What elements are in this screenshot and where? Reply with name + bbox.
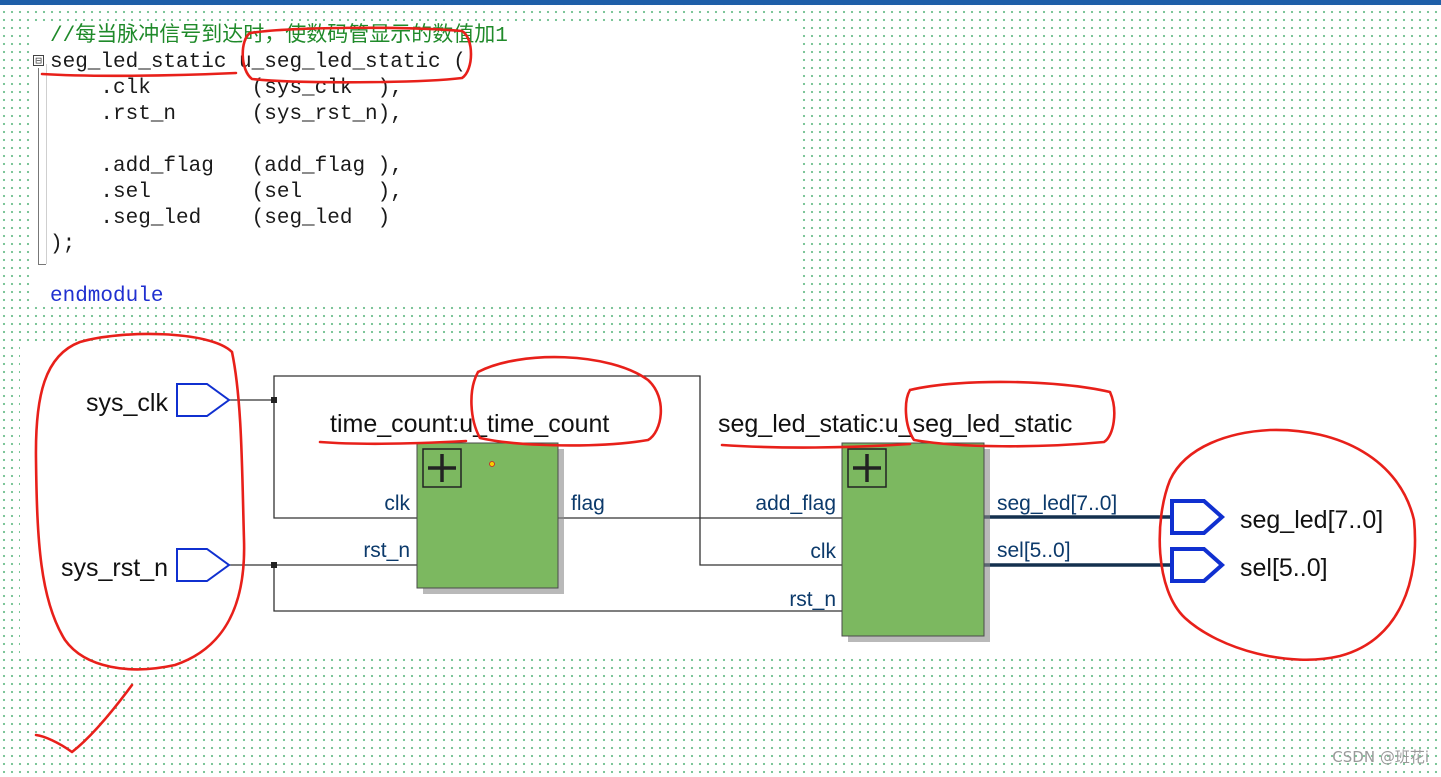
- junction-dot-rst: [271, 562, 277, 568]
- code-gutter: [46, 64, 47, 264]
- watermark: CSDN @班花i: [1332, 748, 1429, 766]
- underline-module-name: [40, 71, 238, 78]
- cursor-dot: [489, 461, 495, 467]
- circle-u-time-count: [470, 355, 663, 447]
- underline-seg-led-static: [720, 442, 912, 449]
- pin-clk-time-count: clk: [384, 492, 410, 515]
- block-body[interactable]: [416, 442, 559, 589]
- input-port-sys-clk-icon[interactable]: [176, 383, 231, 417]
- fold-guide-end: [38, 264, 46, 265]
- code-line-port-add-flag: .add_flag (add_flag ),: [50, 155, 403, 178]
- pin-add-flag-seg-led-static: add_flag: [755, 492, 836, 515]
- circle-input-ports: [34, 332, 246, 671]
- pin-sel-seg-led-static: sel[5..0]: [997, 539, 1071, 562]
- code-line-endmodule: endmodule: [50, 285, 164, 308]
- pin-seg-led-seg-led-static: seg_led[7..0]: [997, 492, 1117, 515]
- input-port-sys-clk-label: sys_clk: [86, 389, 168, 417]
- code-line-port-sel: .sel (sel ),: [50, 181, 403, 204]
- block-time-count-title: time_count:u_time_count: [330, 410, 609, 438]
- fold-guide: [38, 68, 39, 264]
- code-line-instantiation: seg_led_static u_seg_led_static (: [50, 51, 466, 74]
- wire-rst-n-to-seg-led-static: [273, 565, 866, 612]
- block-seg-led-static[interactable]: [841, 442, 990, 642]
- expand-plus-icon[interactable]: [847, 448, 887, 488]
- plus-glyph: [428, 454, 456, 482]
- code-line-port-seg-led: .seg_led (seg_led ): [50, 207, 391, 230]
- junction-dot-clk: [271, 397, 277, 403]
- output-port-seg-led-icon[interactable]: [1170, 499, 1226, 535]
- output-port-sel-label: sel[5..0]: [1240, 554, 1328, 582]
- underline-time-count: [318, 439, 468, 446]
- input-port-sys-rst-n-label: sys_rst_n: [61, 554, 168, 582]
- fold-toggle-icon[interactable]: ⊟: [33, 55, 44, 66]
- code-editor[interactable]: ⊟ //每当脉冲信号到达时，使数码管显示的数值加1 seg_led_static…: [32, 22, 800, 308]
- circle-output-ports: [1158, 428, 1417, 662]
- pin-rst-n-seg-led-static: rst_n: [789, 588, 836, 611]
- window-top-bar: [0, 0, 1441, 5]
- wire-clk-to-time-count: [273, 400, 441, 519]
- pin-rst-n-time-count: rst_n: [363, 539, 410, 562]
- output-port-sel-icon[interactable]: [1170, 547, 1226, 583]
- code-line-port-rst-n: .rst_n (sys_rst_n),: [50, 103, 403, 126]
- output-port-seg-led-label: seg_led[7..0]: [1240, 506, 1383, 534]
- block-body[interactable]: [841, 442, 985, 637]
- pin-flag-time-count: flag: [571, 492, 605, 515]
- pin-clk-seg-led-static: clk: [810, 540, 836, 563]
- wires: [229, 375, 866, 612]
- bus-wires: [960, 515, 1172, 567]
- input-port-sys-rst-n-icon[interactable]: [176, 548, 231, 582]
- red-annotations: [34, 26, 1417, 754]
- code-line-comment: //每当脉冲信号到达时，使数码管显示的数值加1: [50, 25, 508, 48]
- wire-clk-to-seg-led-static: [273, 375, 866, 566]
- checkmark-stroke: [34, 683, 134, 754]
- circle-u-seg-led-static: [904, 380, 1116, 448]
- block-time-count[interactable]: [416, 442, 564, 594]
- expand-plus-icon[interactable]: [422, 448, 462, 488]
- plus-glyph: [853, 454, 881, 482]
- code-line-close-paren: );: [50, 233, 76, 256]
- block-seg-led-static-title: seg_led_static:u_seg_led_static: [718, 410, 1072, 438]
- circle-instance-name: [241, 26, 473, 84]
